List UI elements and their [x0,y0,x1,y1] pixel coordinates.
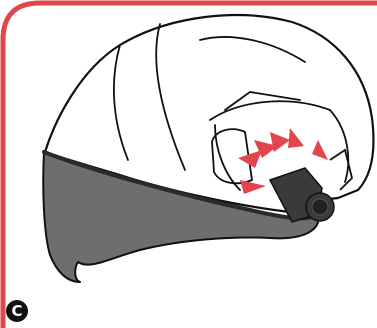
side-mount-slot [211,128,253,185]
step-badge: C [6,300,28,322]
side-bracket [329,148,353,191]
knob-icon[interactable] [311,198,329,216]
red-click-arrows-icon [238,128,328,194]
step-label: C [11,301,23,320]
helmet-details [113,23,350,191]
